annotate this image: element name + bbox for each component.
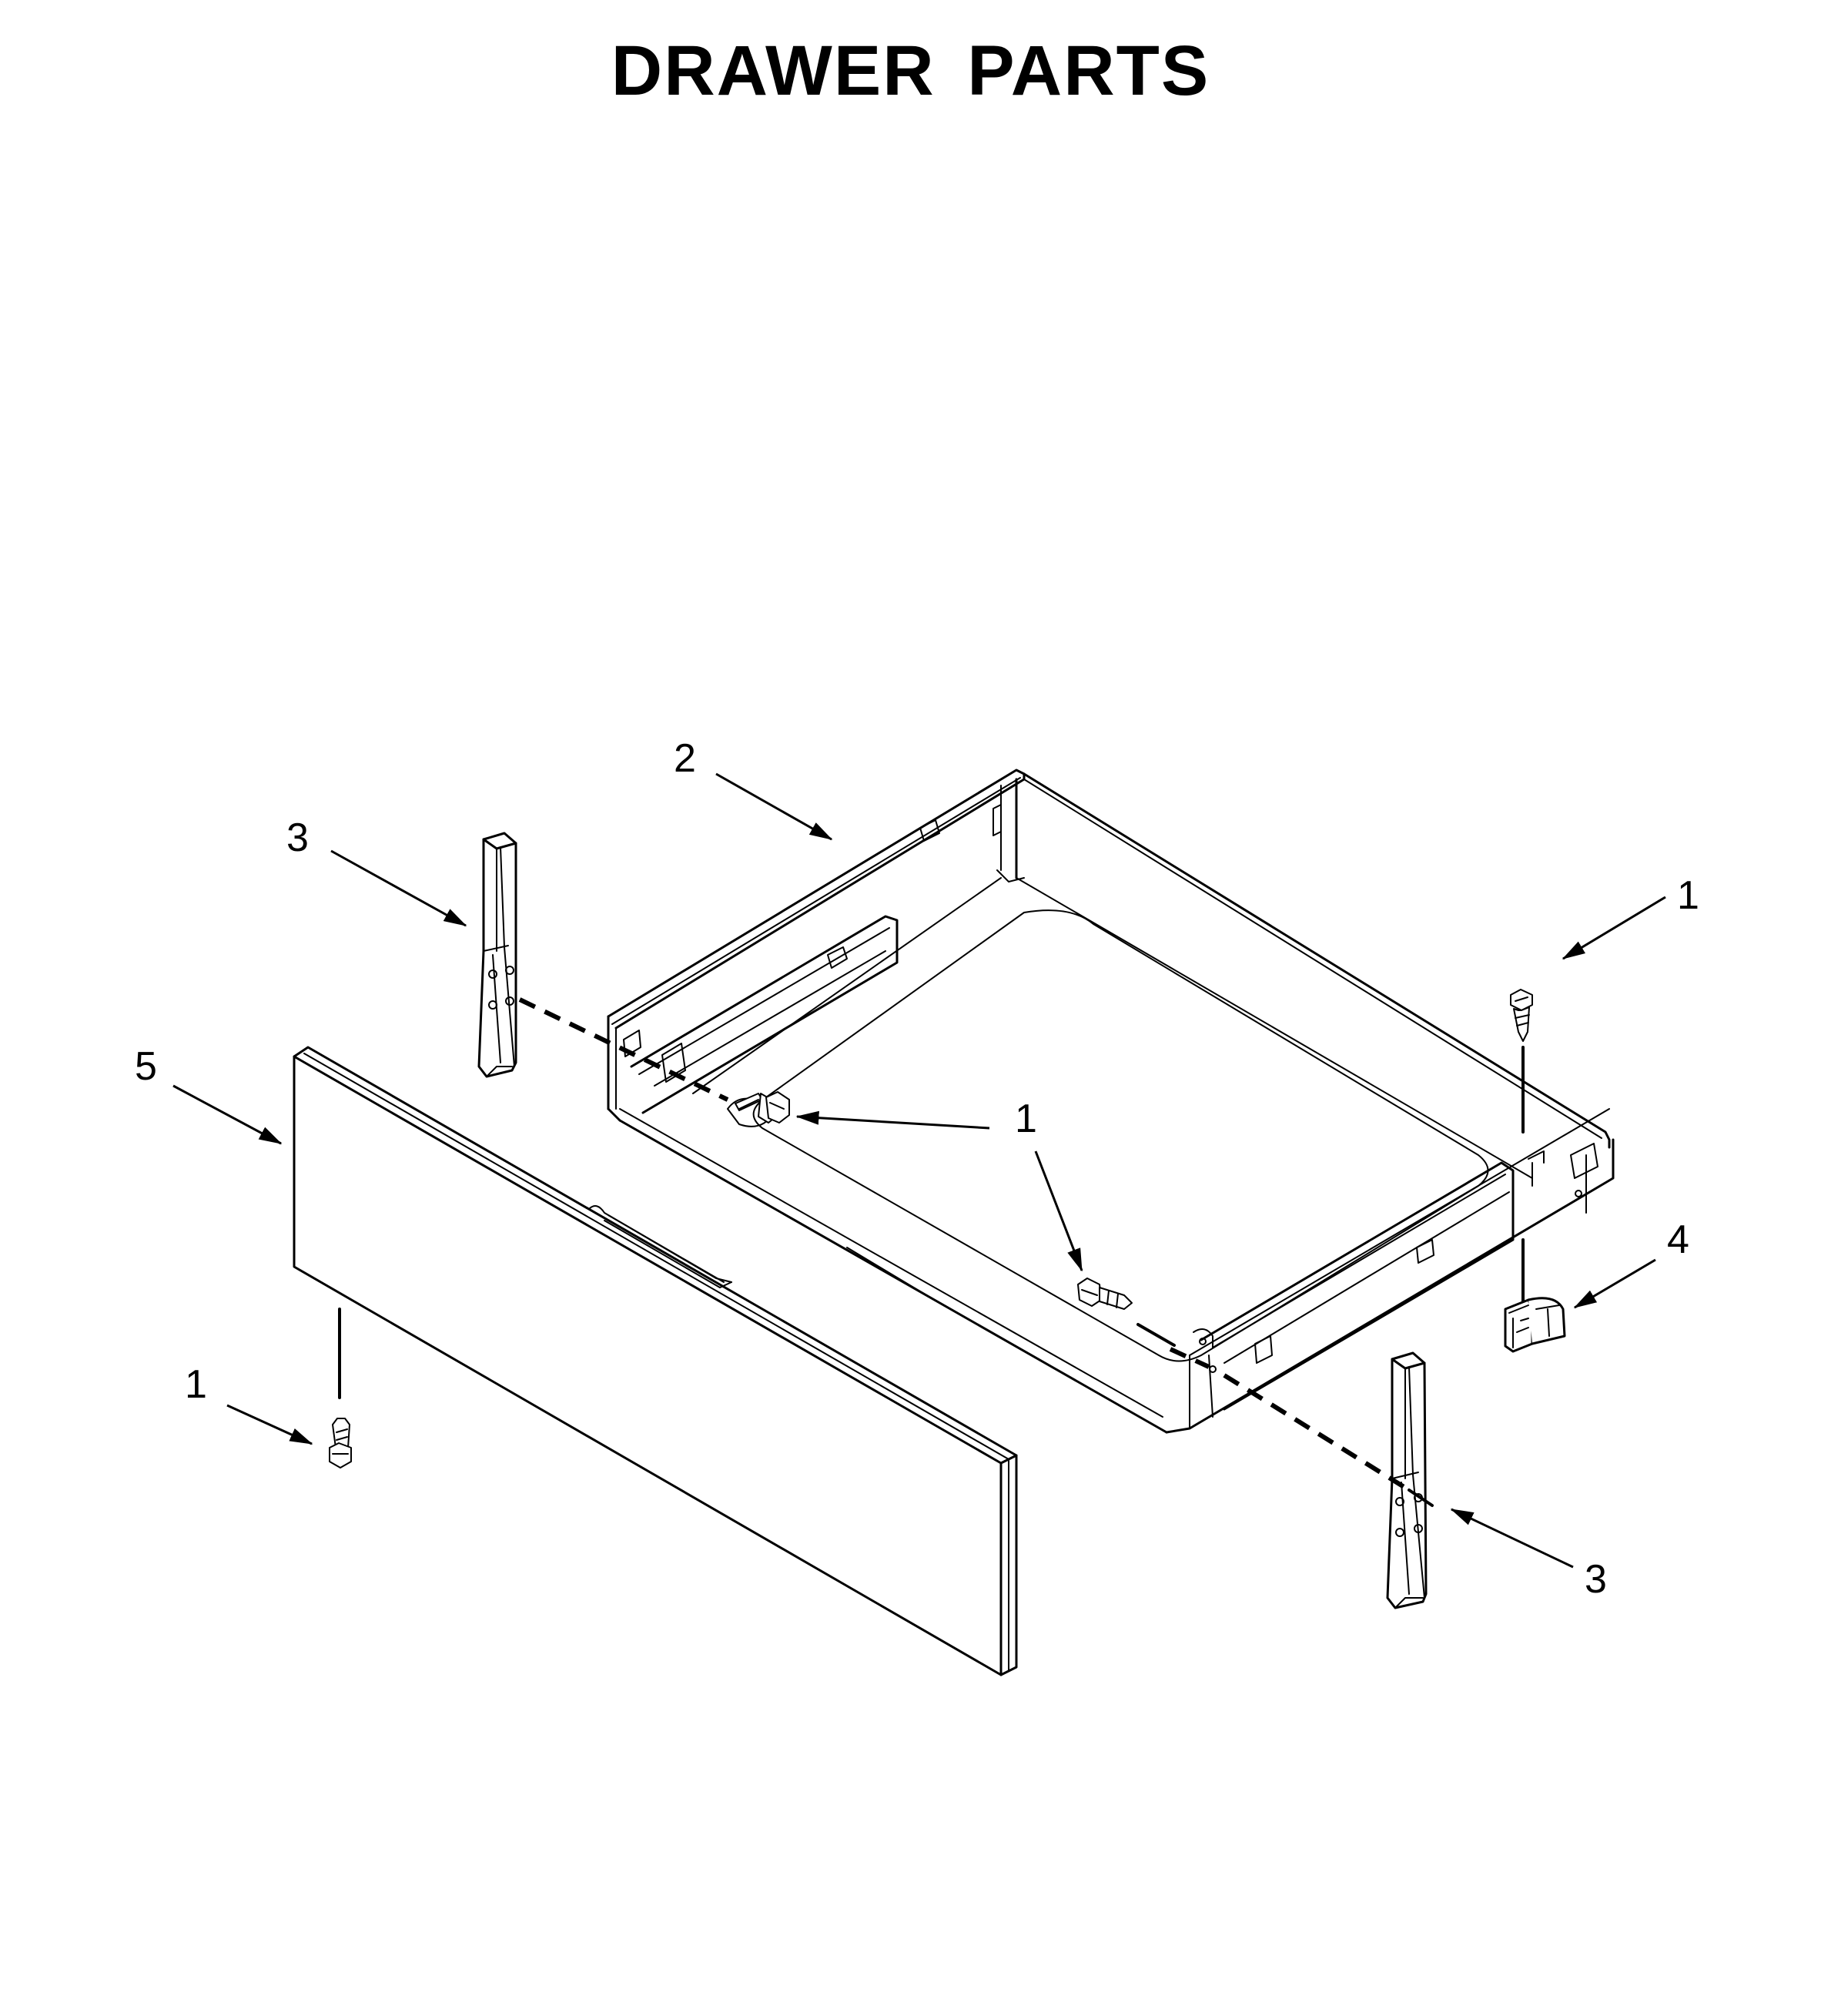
callout-2: 2 xyxy=(674,736,696,781)
callout-3-bottom: 3 xyxy=(1585,1557,1607,1602)
callout-1-center: 1 xyxy=(1015,1097,1037,1141)
callout-1-left: 1 xyxy=(185,1362,207,1407)
screw-panel-bottom xyxy=(329,1418,352,1468)
screw-right-top xyxy=(1510,989,1533,1042)
callout-4: 4 xyxy=(1667,1217,1689,1262)
drawer-body xyxy=(607,769,1615,1434)
screw-left-slide xyxy=(735,1091,790,1124)
drawer-clip xyxy=(1504,1297,1566,1353)
assembly-lines xyxy=(338,997,1525,1507)
callout-leaders xyxy=(172,772,1666,1569)
callout-5: 5 xyxy=(135,1044,157,1089)
drawer-front-panel xyxy=(293,1043,1018,1676)
callout-labels: 2 3 3 1 1 1 4 5 xyxy=(135,736,1699,1602)
drawer-slide-left xyxy=(477,832,517,1078)
screw-center-bottom xyxy=(1077,1278,1133,1310)
page-title: DRAWER PARTS xyxy=(611,32,1210,110)
callout-1-right: 1 xyxy=(1677,873,1699,918)
callout-3-top: 3 xyxy=(286,815,309,860)
